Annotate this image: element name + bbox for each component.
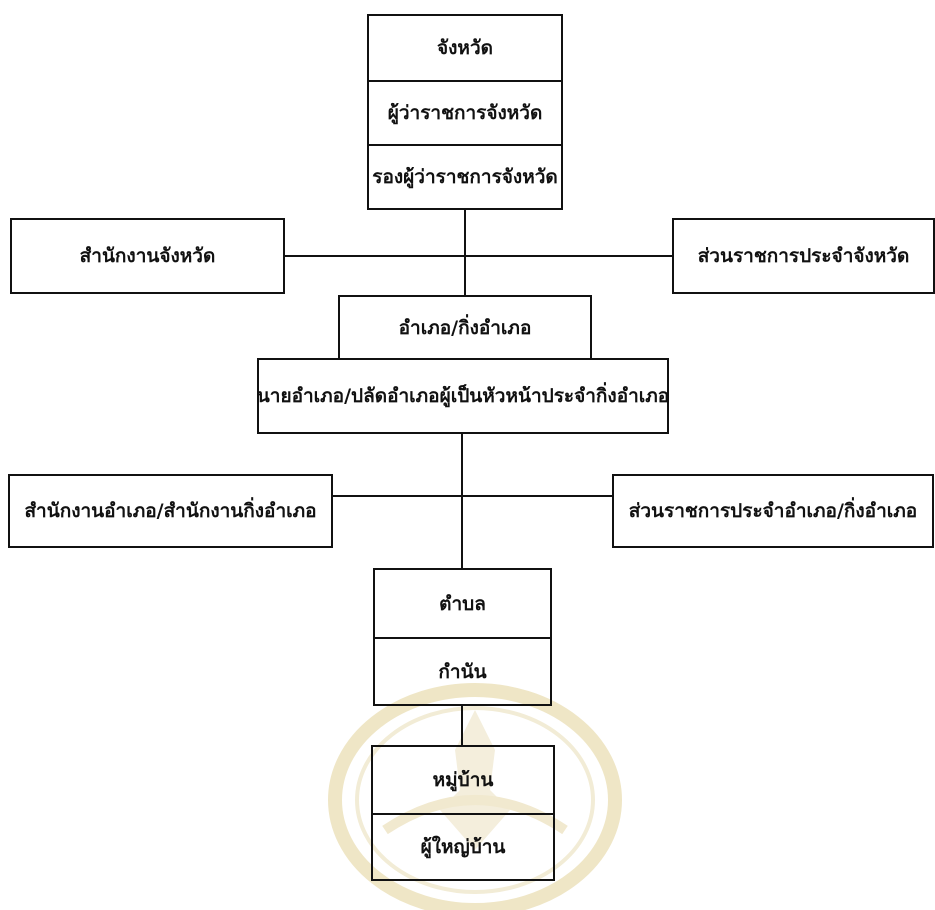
district-office-label: สำนักงานอำเภอ/สำนักงานกิ่งอำเภอ xyxy=(24,500,317,522)
provincial-office-box: สำนักงานจังหวัด xyxy=(10,218,285,294)
connector-lines xyxy=(285,210,672,745)
district-agencies-box: ส่วนราชการประจำอำเภอ/กิ่งอำเภอ xyxy=(612,474,934,548)
village-head-label: ผู้ใหญ่บ้าน xyxy=(373,813,553,879)
district-office-box: สำนักงานอำเภอ/สำนักงานกิ่งอำเภอ xyxy=(8,474,333,548)
provincial-agencies-box: ส่วนราชการประจำจังหวัด xyxy=(672,218,935,294)
district-agencies-label: ส่วนราชการประจำอำเภอ/กิ่งอำเภอ xyxy=(628,500,918,522)
village-box: หมู่บ้าน ผู้ใหญ่บ้าน xyxy=(371,745,555,881)
province-title: จังหวัด xyxy=(437,37,493,59)
subdistrict-head-label: กำนัน xyxy=(375,637,550,704)
vice-governor-label: รองผู้ว่าราชการจังหวัด xyxy=(369,144,561,208)
org-chart: จังหวัด ผู้ว่าราชการจังหวัด รองผู้ว่าราช… xyxy=(8,14,935,910)
district-title: อำเภอ/กิ่งอำเภอ xyxy=(398,316,532,339)
provincial-office-label: สำนักงานจังหวัด xyxy=(79,245,216,267)
village-title: หมู่บ้าน xyxy=(432,769,494,791)
province-box: จังหวัด ผู้ว่าราชการจังหวัด รองผู้ว่าราช… xyxy=(367,14,563,210)
district-chief-box: นายอำเภอ/ปลัดอำเภอผู้เป็นหัวหน้าประจำกิ่… xyxy=(257,358,669,434)
provincial-agencies-label: ส่วนราชการประจำจังหวัด xyxy=(697,245,910,267)
subdistrict-box: ตำบล กำนัน xyxy=(373,568,552,706)
subdistrict-title: ตำบล xyxy=(439,592,486,615)
district-chief-label: นายอำเภอ/ปลัดอำเภอผู้เป็นหัวหน้าประจำกิ่… xyxy=(256,385,670,407)
governor-label: ผู้ว่าราชการจังหวัด xyxy=(369,80,561,144)
district-box: อำเภอ/กิ่งอำเภอ xyxy=(338,295,592,360)
